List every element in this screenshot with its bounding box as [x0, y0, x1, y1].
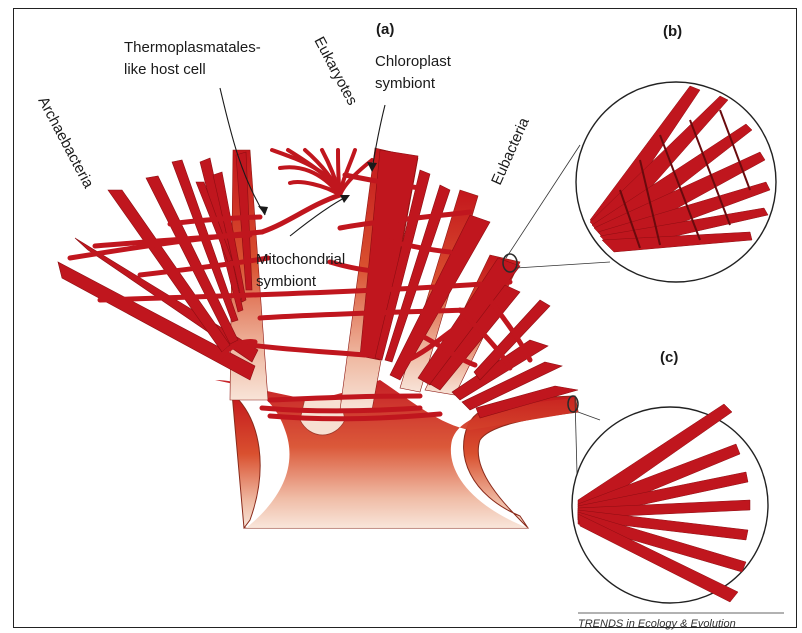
chloroplast-label-line2: symbiont [375, 75, 436, 92]
mitochondrial-label-line1: Mitochondrial [256, 251, 345, 268]
eubacteria-label: Eubacteria [488, 115, 533, 188]
eukaryotes-label: Eukaryotes [310, 34, 360, 108]
credit-text: TRENDS in Ecology & Evolution [578, 618, 736, 630]
panel-label-b: (b) [663, 23, 682, 40]
panel-label-a: (a) [376, 21, 394, 38]
host-cell-label-line1: Thermoplasmatales- [124, 39, 261, 56]
host-cell-label-line2: like host cell [124, 61, 206, 78]
archaebacteria-label: Archaebacteria [34, 94, 97, 192]
eukaryote-crown [272, 150, 372, 195]
mitochondrial-label-line2: symbiont [256, 273, 317, 290]
inset-b [576, 82, 776, 282]
inset-c [572, 404, 768, 603]
panel-label-c: (c) [660, 349, 678, 366]
chloroplast-label-line1: Chloroplast [375, 53, 452, 70]
